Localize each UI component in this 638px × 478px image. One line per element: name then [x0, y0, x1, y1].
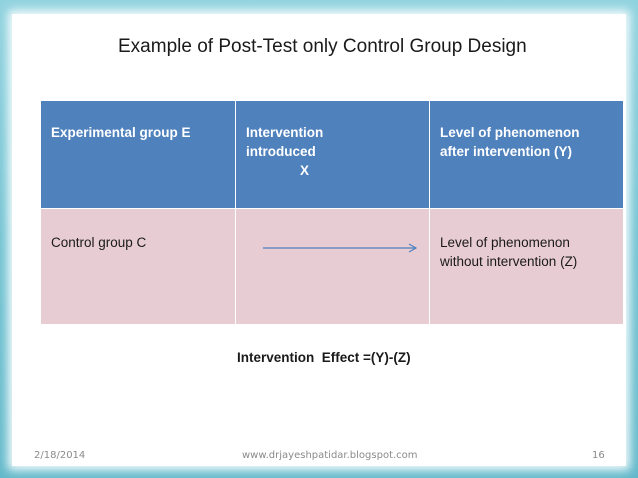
control-group-cell: Control group C	[40, 208, 236, 325]
header-intervention-cell: Intervention introduced X	[235, 100, 430, 209]
slide-title: Example of Post-Test only Control Group …	[118, 36, 527, 57]
outcome-label-line1: Level of phenomenon	[440, 125, 580, 140]
slide: Example of Post-Test only Control Group …	[12, 14, 626, 466]
intervention-effect-formula: Intervention Effect =(Y)-(Z)	[237, 350, 411, 365]
control-outcome-cell: Level of phenomenon without intervention…	[429, 208, 624, 325]
slide-number: 16	[592, 450, 605, 461]
header-outcome-cell: Level of phenomenon after intervention (…	[429, 100, 624, 209]
intervention-label-line2: introduced	[246, 144, 316, 159]
table-row: Control group C Level of phenomenon with…	[40, 208, 624, 325]
intervention-label-line1: Intervention	[246, 125, 324, 140]
footer-url: www.drjayeshpatidar.blogspot.com	[242, 450, 418, 461]
table-header-row: Experimental group E Intervention introd…	[40, 100, 624, 209]
control-outcome-line1: Level of phenomenon	[440, 235, 570, 250]
arrow-right-icon	[263, 243, 418, 253]
intervention-symbol: X	[300, 163, 310, 178]
design-table: Experimental group E Intervention introd…	[40, 100, 624, 325]
experimental-group-label: Experimental group E	[51, 125, 191, 140]
no-intervention-cell	[235, 208, 430, 325]
outcome-label-line2: after intervention (Y)	[440, 144, 573, 159]
footer-date: 2/18/2014	[34, 450, 86, 461]
header-group-cell: Experimental group E	[40, 100, 236, 209]
control-group-label: Control group C	[51, 235, 147, 250]
control-outcome-line2: without intervention (Z)	[440, 254, 578, 269]
